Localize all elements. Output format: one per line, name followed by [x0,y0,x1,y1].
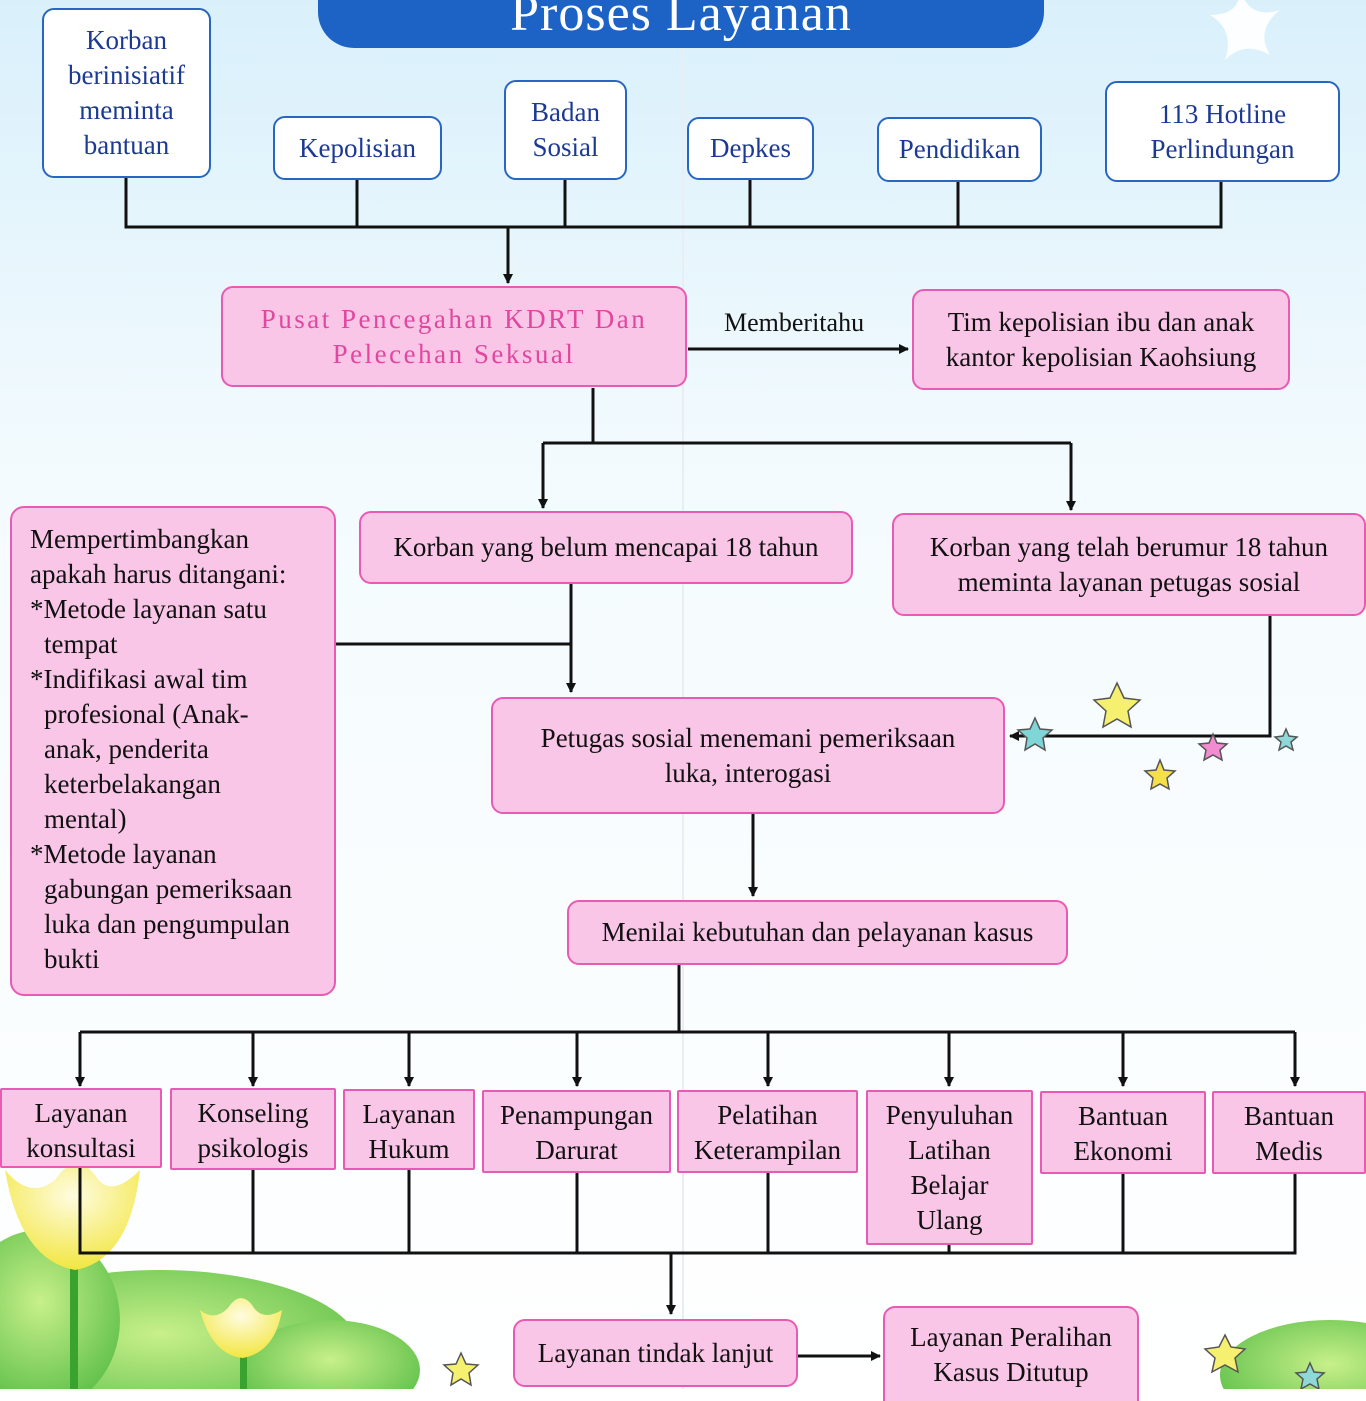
service-counseling: Konseling psikologis [170,1088,336,1170]
star-icon [1197,732,1229,762]
source-health-dept: Depkes [687,117,814,180]
notify-label: Memberitahu [724,308,865,337]
source-social-agency: Badan Sosial [504,80,627,180]
service-shelter: Penampungan Darurat [482,1090,671,1173]
service-re-education: Penyuluhan Latihan Belajar Ulang [866,1090,1033,1245]
consideration-list: Mempertimbangkan apakah harus ditangani:… [10,506,336,996]
star-icon [1016,716,1054,752]
source-victim-initiative: Korban berinisiatif meminta bantuan [42,8,211,178]
star-icon [1294,1361,1326,1389]
source-police: Kepolisian [273,116,442,180]
source-hotline: 113 Hotline Perlindungan [1105,81,1340,182]
prevention-center-box: Pusat Pencegahan KDRT Dan Pelecehan Seks… [221,286,687,387]
minor-victim-box: Korban yang belum mencapai 18 tahun [359,511,853,584]
star-icon [442,1351,480,1387]
source-education: Pendidikan [877,117,1042,182]
service-economic-aid: Bantuan Ekonomi [1040,1091,1206,1174]
social-worker-box: Petugas sosial menemani pemeriksaan luka… [491,697,1005,814]
page-title: Proses Layanan [510,0,852,42]
service-consultation: Layanan konsultasi [0,1088,162,1168]
service-skills-training: Pelatihan Keterampilan [677,1090,858,1173]
star-icon [1203,1333,1247,1374]
assessment-box: Menilai kebutuhan dan pelayanan kasus [567,900,1068,965]
adult-victim-box: Korban yang telah berumur 18 tahun memin… [892,513,1366,616]
title-banner [318,0,1044,48]
star-icon [1092,681,1142,729]
flower-decoration [0,1163,420,1389]
sparkle-icon [1210,0,1280,60]
bush-decoration [1220,1320,1366,1389]
service-legal: Layanan Hukum [343,1089,475,1170]
closing-box: Layanan Peralihan Kasus Ditutup [883,1306,1139,1401]
star-icon [1273,727,1299,752]
service-medical-aid: Bantuan Medis [1212,1091,1366,1174]
followup-box: Layanan tindak lanjut [513,1319,798,1387]
police-team-box: Tim kepolisian ibu dan anak kantor kepol… [912,289,1290,390]
star-icon [1143,757,1177,791]
